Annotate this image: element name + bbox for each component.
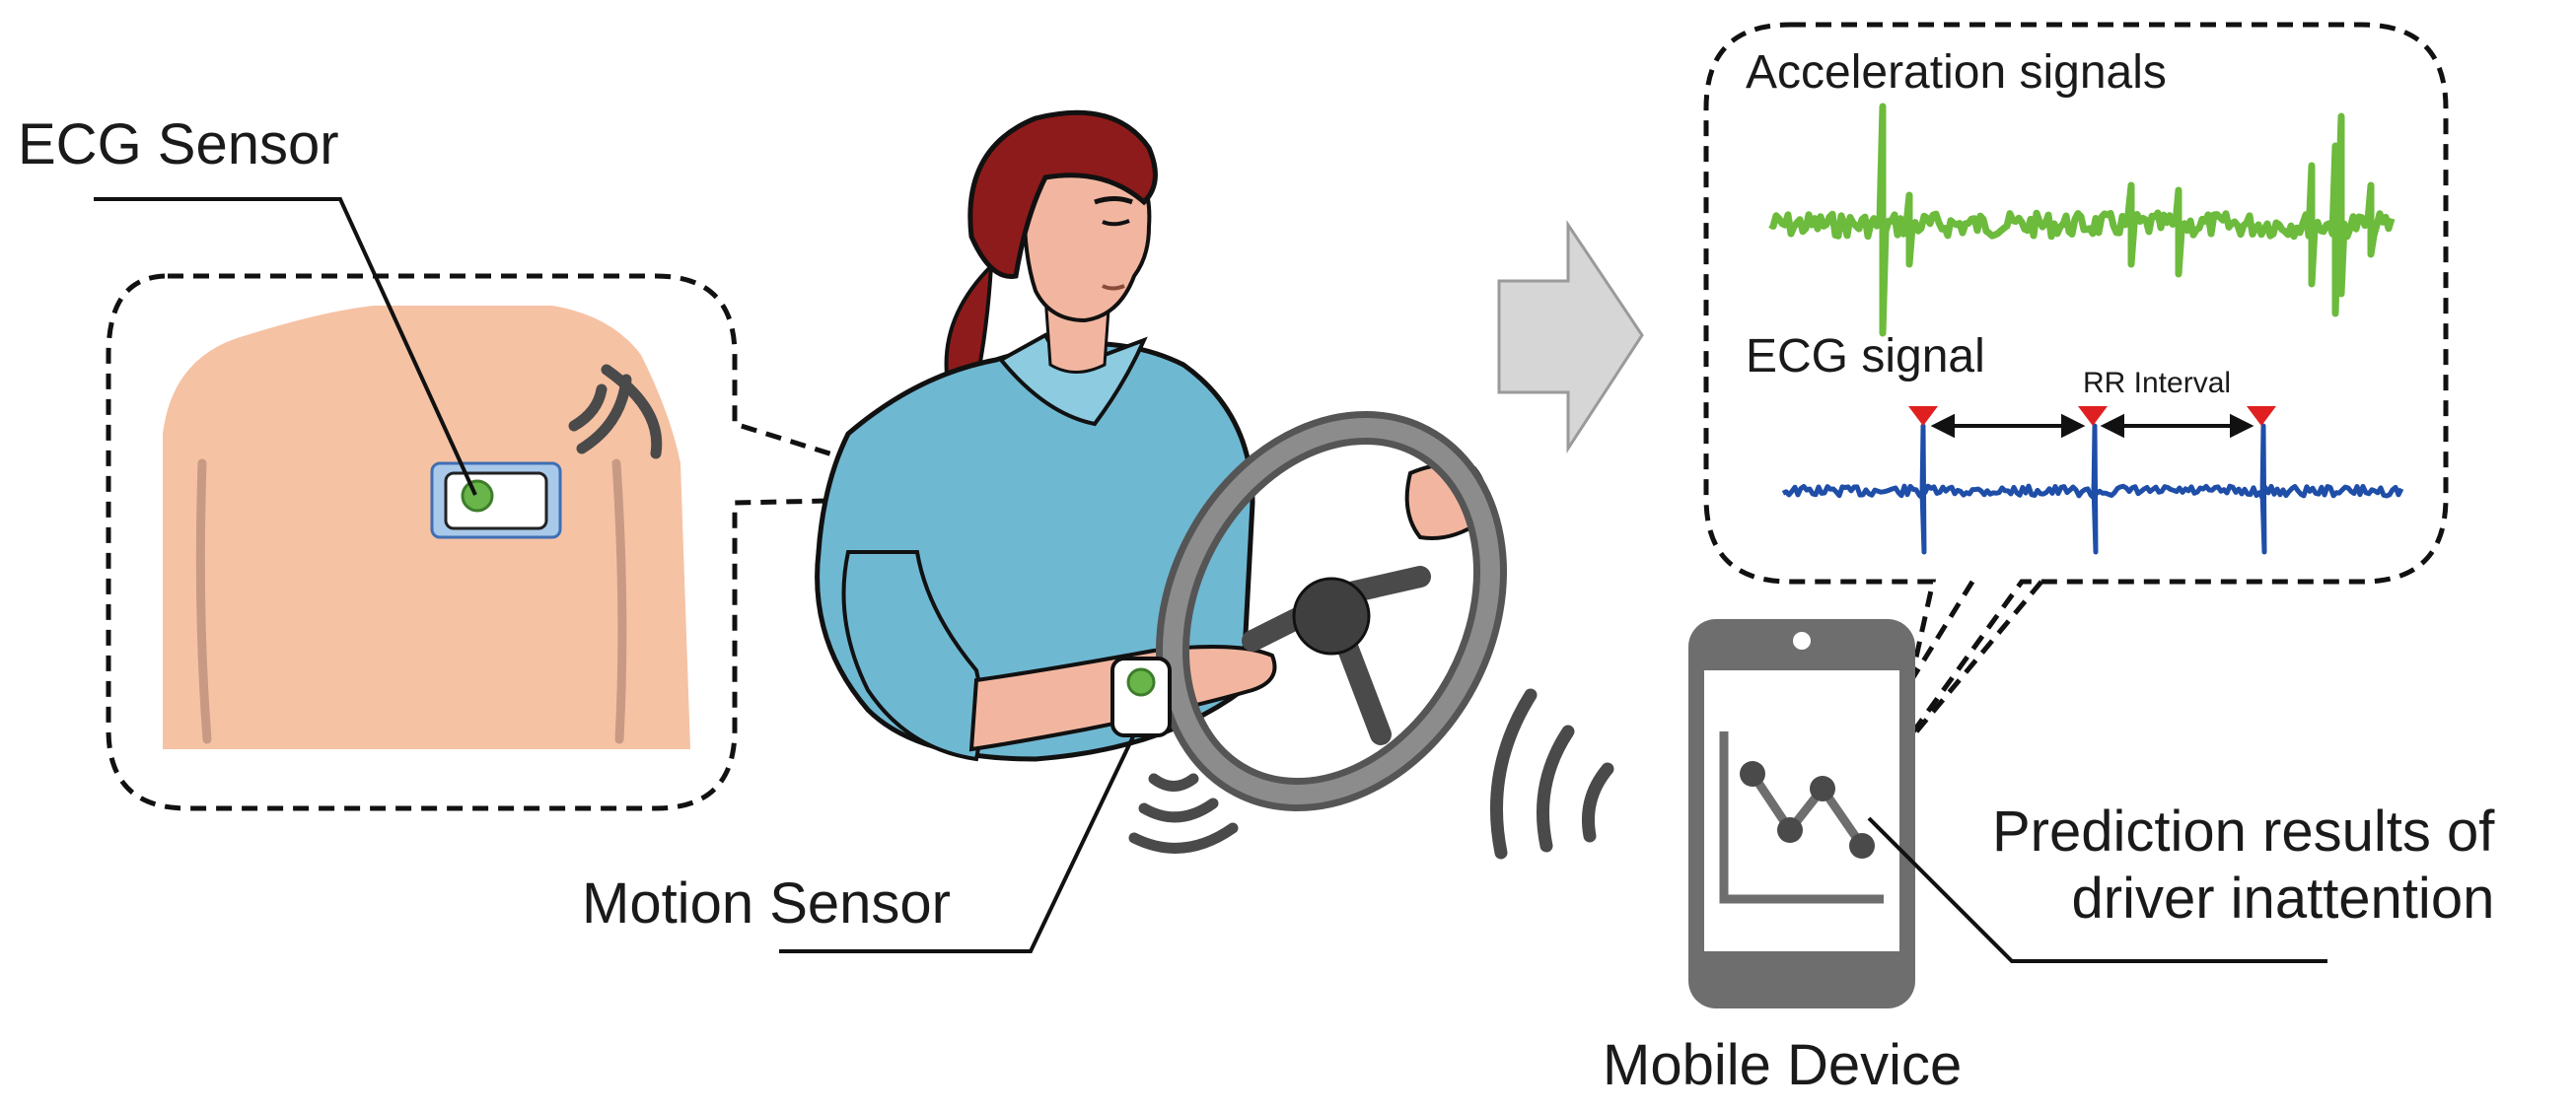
r-peak-markers — [1908, 406, 2276, 426]
motion-sensor-leader-line — [779, 733, 1136, 953]
prediction-leader-line — [1867, 816, 2327, 963]
ecg-patch-icon — [430, 461, 562, 539]
prediction-line-1: Prediction results of — [1992, 799, 2495, 864]
prediction-line-2: driver inattention — [2071, 867, 2495, 932]
wireless-wave-icon — [568, 364, 663, 459]
steering-wheel — [1155, 410, 1508, 812]
wrist-sensor-icon — [1110, 657, 1172, 737]
hair — [967, 109, 1158, 279]
smartphone-icon — [1688, 619, 1915, 1008]
rr-interval-arrows — [1930, 413, 2254, 439]
right-arrow-icon — [1497, 220, 1644, 454]
driver-figure — [815, 109, 1508, 854]
chest-shape — [163, 306, 690, 749]
phone-to-callout-dash — [1892, 580, 2043, 761]
wireless-wave-icon — [1490, 688, 1614, 860]
r-peak-marker — [1908, 406, 1938, 426]
signals-callout — [1703, 22, 2449, 761]
ecg-sensor-label: ECG Sensor — [18, 112, 339, 176]
motion-sensor-label: Motion Sensor — [582, 871, 951, 936]
prediction-results-label: Prediction results of driver inattention — [1992, 799, 2494, 934]
r-peak-marker — [2247, 406, 2276, 426]
ecg-sensor-leader-line — [94, 197, 477, 496]
chest-callout — [106, 273, 972, 811]
acceleration-signals-label: Acceleration signals — [1746, 46, 2167, 99]
mobile-device-label: Mobile Device — [1603, 1033, 1963, 1097]
acceleration-signal-trace — [1768, 103, 2396, 337]
wireless-wave-icon — [1128, 773, 1239, 854]
ecg-signal-trace — [1781, 423, 2404, 555]
line-chart-icon — [1719, 731, 1884, 904]
rr-interval-label: RR Interval — [2083, 367, 2232, 399]
ecg-signal-label: ECG signal — [1746, 330, 1985, 382]
r-peak-marker — [2078, 406, 2108, 426]
